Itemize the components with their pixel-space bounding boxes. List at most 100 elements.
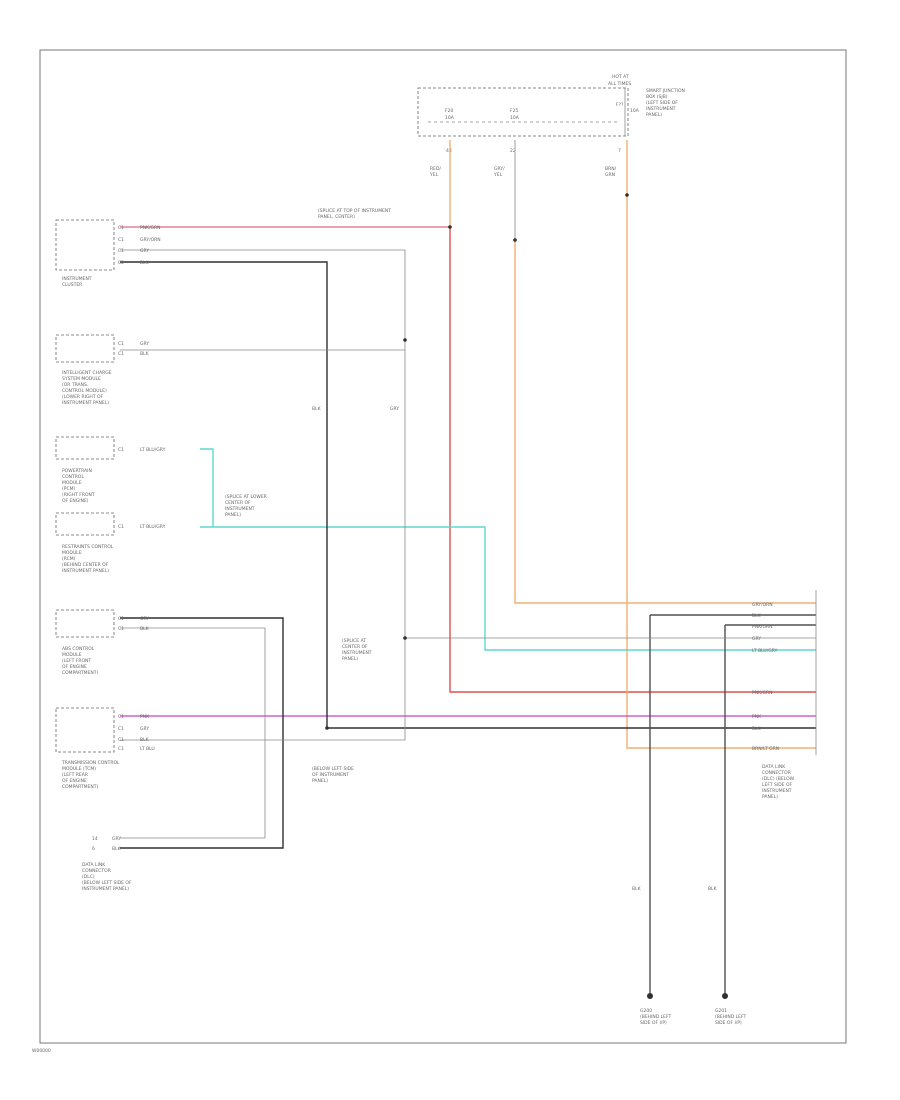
- icsm-wire-1: GRY: [140, 341, 149, 347]
- rc-line-4: LEFT SIDE OF: [762, 782, 793, 788]
- pcm-box: [55, 436, 115, 460]
- rc-pin-1: GRY/ORN: [752, 602, 773, 608]
- footer-code: W00000: [32, 1048, 51, 1054]
- pin-label-1: 43: [446, 148, 452, 154]
- dlc-line-4: (BELOW LEFT SIDE OF: [82, 880, 132, 886]
- sjb-title-line-1: SMART JUNCTION: [646, 88, 685, 94]
- ground-g200-icon: [647, 993, 653, 999]
- rc-line-6: PANEL): [762, 794, 778, 800]
- ic-wire-4: BLK: [140, 260, 150, 266]
- abs-pin-2: C1: [118, 626, 124, 632]
- splice-low-line-4: PANEL): [342, 656, 358, 662]
- dlc-wire-2: BLK: [112, 846, 122, 852]
- wire-label-3: BRN/: [605, 166, 617, 172]
- fuse-label-2: F25: [510, 108, 518, 114]
- icsm-line-5: (LOWER RIGHT OF: [62, 394, 104, 400]
- tcm-line-1: TRANSMISSION CONTROL: [61, 760, 120, 766]
- pcm-line-4: (PCM): [62, 486, 75, 492]
- ic-pin-3: C1: [118, 248, 124, 254]
- center-wire-gry: GRY: [390, 406, 399, 412]
- abs-line-5: COMPARTMENT): [62, 670, 98, 676]
- wire-black-abs: [120, 617, 284, 849]
- splice-low-line-3: INSTRUMENT: [342, 650, 372, 656]
- sjb-title-line-3: (LEFT SIDE OF: [646, 100, 678, 106]
- diagram-frame: [39, 49, 847, 1044]
- splice-dot-2: [513, 238, 517, 242]
- abs-line-2: MODULE: [62, 652, 82, 658]
- ground-2-line-1: G201: [715, 1008, 727, 1014]
- rcm-line-1: RESTRAINTS CONTROL: [62, 544, 114, 550]
- icsm-line-3: (OR TRANS.: [62, 382, 88, 388]
- tcm-pin-2: C1: [118, 726, 124, 732]
- rc-pin-8: BLK: [752, 726, 762, 732]
- pcm-line-5: (RIGHT FRONT: [62, 492, 95, 498]
- splice-mid-line-3: INSTRUMENT: [225, 506, 255, 512]
- ic-line-1: INSTRUMENT: [62, 276, 92, 282]
- abs-line-3: (LEFT FRONT: [62, 658, 91, 664]
- note-right-line-1: (BELOW LEFT SIDE: [312, 766, 354, 772]
- rc-line-3: (DLC) (BELOW: [762, 776, 795, 782]
- icsm-pin-1: C1: [118, 341, 124, 347]
- pcm-line-6: OF ENGINE): [62, 498, 89, 504]
- tcm-line-5: COMPARTMENT): [62, 784, 98, 790]
- icsm-pin-2: C1: [118, 351, 124, 357]
- wire-sub-1: YEL: [429, 172, 439, 178]
- dlc-line-2: CONNECTOR: [82, 868, 111, 874]
- pcm-wire-1: LT BLU/GRY: [140, 447, 166, 453]
- wire-black-right: [649, 614, 816, 996]
- splice-dot-5: [325, 726, 329, 730]
- dlc-pin-1: 14: [92, 836, 98, 842]
- wire-cyan-upper: [200, 448, 214, 527]
- abs-wire-2: BLK: [140, 626, 150, 632]
- rc-pin-5: LT BLU/GRY: [752, 648, 778, 654]
- ground-1-line-1: G200: [640, 1008, 652, 1014]
- tcm-wire-4: LT BLU: [140, 746, 155, 752]
- wire-gray-center: [120, 249, 406, 740]
- smart-junction-box: [417, 87, 629, 137]
- tcm-wire-1: PNK: [140, 714, 150, 720]
- note-right-line-3: PANEL): [312, 778, 328, 784]
- dlc-pin-2: 6: [92, 846, 95, 852]
- sjb-hot-line-2: ALL TIMES: [608, 81, 631, 87]
- rcm-box: [55, 512, 115, 536]
- rcm-line-2: MODULE: [62, 550, 82, 556]
- abs-pin-1: C1: [118, 616, 124, 622]
- wire-orange-mid: [514, 240, 816, 604]
- pcm-line-1: POWERTRAIN: [62, 468, 92, 474]
- tcm-pin-3: C1: [118, 737, 124, 743]
- icsm-line-6: INSTRUMENT PANEL): [62, 400, 109, 406]
- pin-label-3: 7: [618, 148, 621, 154]
- ic-line-2: CLUSTER: [62, 282, 82, 288]
- dlc-wire-1: GRY: [112, 836, 121, 842]
- wire-sub-2: YEL: [493, 172, 503, 178]
- ic-pin-1: C1: [118, 225, 124, 231]
- icsm-line-4: CONTROL MODULE): [62, 388, 107, 394]
- ic-pin-2: C1: [118, 237, 124, 243]
- pcm-pin-1: C1: [118, 447, 124, 453]
- dlc-line-3: (DLC): [82, 874, 95, 880]
- ic-wire-1: PNK/GRN: [140, 225, 161, 231]
- wire-sub-3: GRN: [605, 172, 615, 178]
- wire-cyan-main: [200, 526, 816, 651]
- wire-black-main: [120, 261, 816, 729]
- wire-label-1: RED/: [430, 166, 441, 172]
- abs-wire-1: GRY: [140, 616, 149, 622]
- splice-mid-line-4: PANEL): [225, 512, 241, 518]
- fuse-label-3: F??: [616, 102, 624, 108]
- ic-wire-2: GRY/ORN: [140, 237, 161, 243]
- rcm-wire-1: LT BLU/GRY: [140, 524, 166, 530]
- wire-pink-green: [120, 226, 816, 693]
- pcm-line-3: MODULE: [62, 480, 82, 486]
- fuse-sub-1: 10A: [445, 115, 455, 121]
- fuse-label-1: F20: [445, 108, 453, 114]
- center-wire-blk: BLK: [312, 406, 322, 412]
- wire-black-right-2: [724, 624, 816, 996]
- ground-2-line-3: SIDE OF I/P): [715, 1020, 742, 1026]
- icsm-line-1: INTELLIGENT CHARGE: [62, 370, 112, 376]
- splice-dot-6: [625, 193, 629, 197]
- tcm-line-3: (LEFT REAR: [62, 772, 88, 778]
- tcm-line-2: MODULE (TCM): [62, 766, 96, 772]
- splice-top-line-1: (SPLICE AT TOP OF INSTRUMENT: [318, 208, 391, 214]
- dlc-line-1: DATA LINK: [82, 862, 106, 868]
